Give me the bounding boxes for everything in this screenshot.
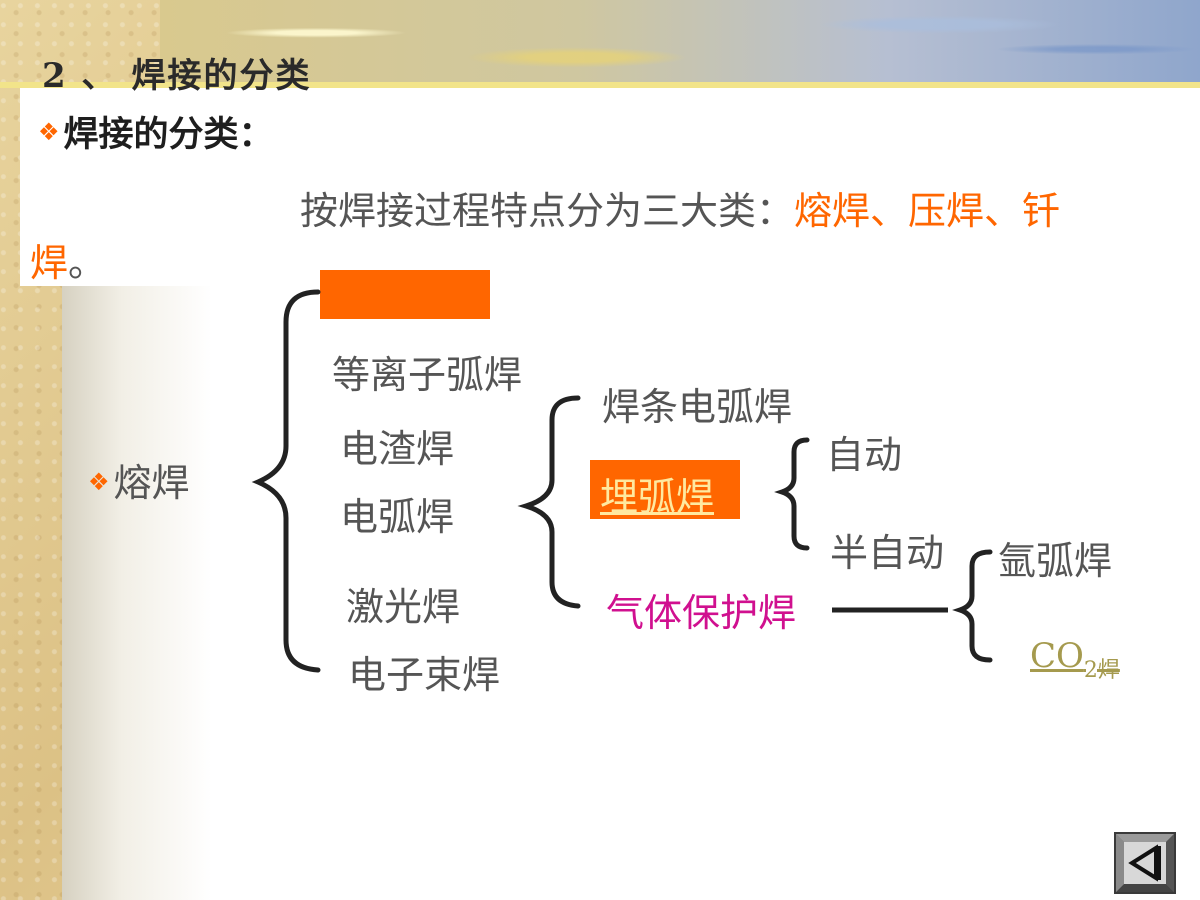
brace-arc (517, 395, 581, 609)
link-co2-welding[interactable]: CO2焊 (1030, 636, 1120, 684)
link-submerged-arc[interactable]: 埋弧焊 (600, 475, 715, 519)
back-button[interactable] (1114, 832, 1176, 894)
node-gas-shielded: 气体保护焊 (606, 591, 797, 635)
brace-gas (952, 549, 993, 663)
co2-sub: 2焊 (1083, 658, 1120, 683)
node-argon-arc: 氩弧焊 (998, 539, 1113, 583)
heading-number: 2 、 (42, 56, 118, 96)
tree-root: ❖熔焊 (88, 452, 190, 507)
body-text-line-2: 焊。 (30, 232, 106, 287)
node-electroslag: 电渣焊 (340, 427, 455, 471)
body-highlight-2: 焊 (30, 241, 69, 285)
co2-main: CO (1030, 636, 1084, 676)
orange-highlight-bar (320, 270, 490, 319)
diamond-bullet-icon: ❖ (88, 468, 110, 496)
intro-box (20, 88, 1200, 286)
node-arc-welding: 电弧焊 (340, 495, 455, 539)
banner-strip (0, 82, 1200, 88)
node-plasma-arc: 等离子弧焊 (332, 353, 523, 397)
sub-heading-text: 焊接的分类： (63, 115, 274, 155)
sub-heading: ❖焊接的分类： (38, 106, 274, 157)
body-highlight-1: 熔焊、压焊、钎 (794, 189, 1061, 233)
body-suffix: 。 (68, 241, 107, 285)
content-area (62, 286, 1200, 900)
body-text-line-1: 按焊接过程特点分为三大类：熔焊、压焊、钎 (300, 180, 1060, 235)
diamond-bullet-icon: ❖ (38, 118, 60, 146)
page-title: 2 、焊接的分类 (42, 48, 312, 97)
submerged-arc-highlight (590, 460, 740, 519)
body-prefix: 按焊接过程特点分为三大类： (300, 189, 795, 233)
heading-text: 焊接的分类 (131, 56, 312, 96)
header-banner (160, 0, 1200, 82)
node-laser: 激光焊 (346, 585, 461, 629)
root-label: 熔焊 (113, 461, 190, 505)
node-automatic: 自动 (826, 433, 903, 477)
brace-main (251, 289, 321, 673)
brace-submerged (774, 437, 810, 551)
node-electrode-arc: 焊条电弧焊 (602, 385, 793, 429)
back-arrow-icon (1116, 834, 1174, 892)
node-semi-automatic: 半自动 (830, 531, 945, 575)
node-electron-beam: 电子束焊 (348, 653, 501, 697)
